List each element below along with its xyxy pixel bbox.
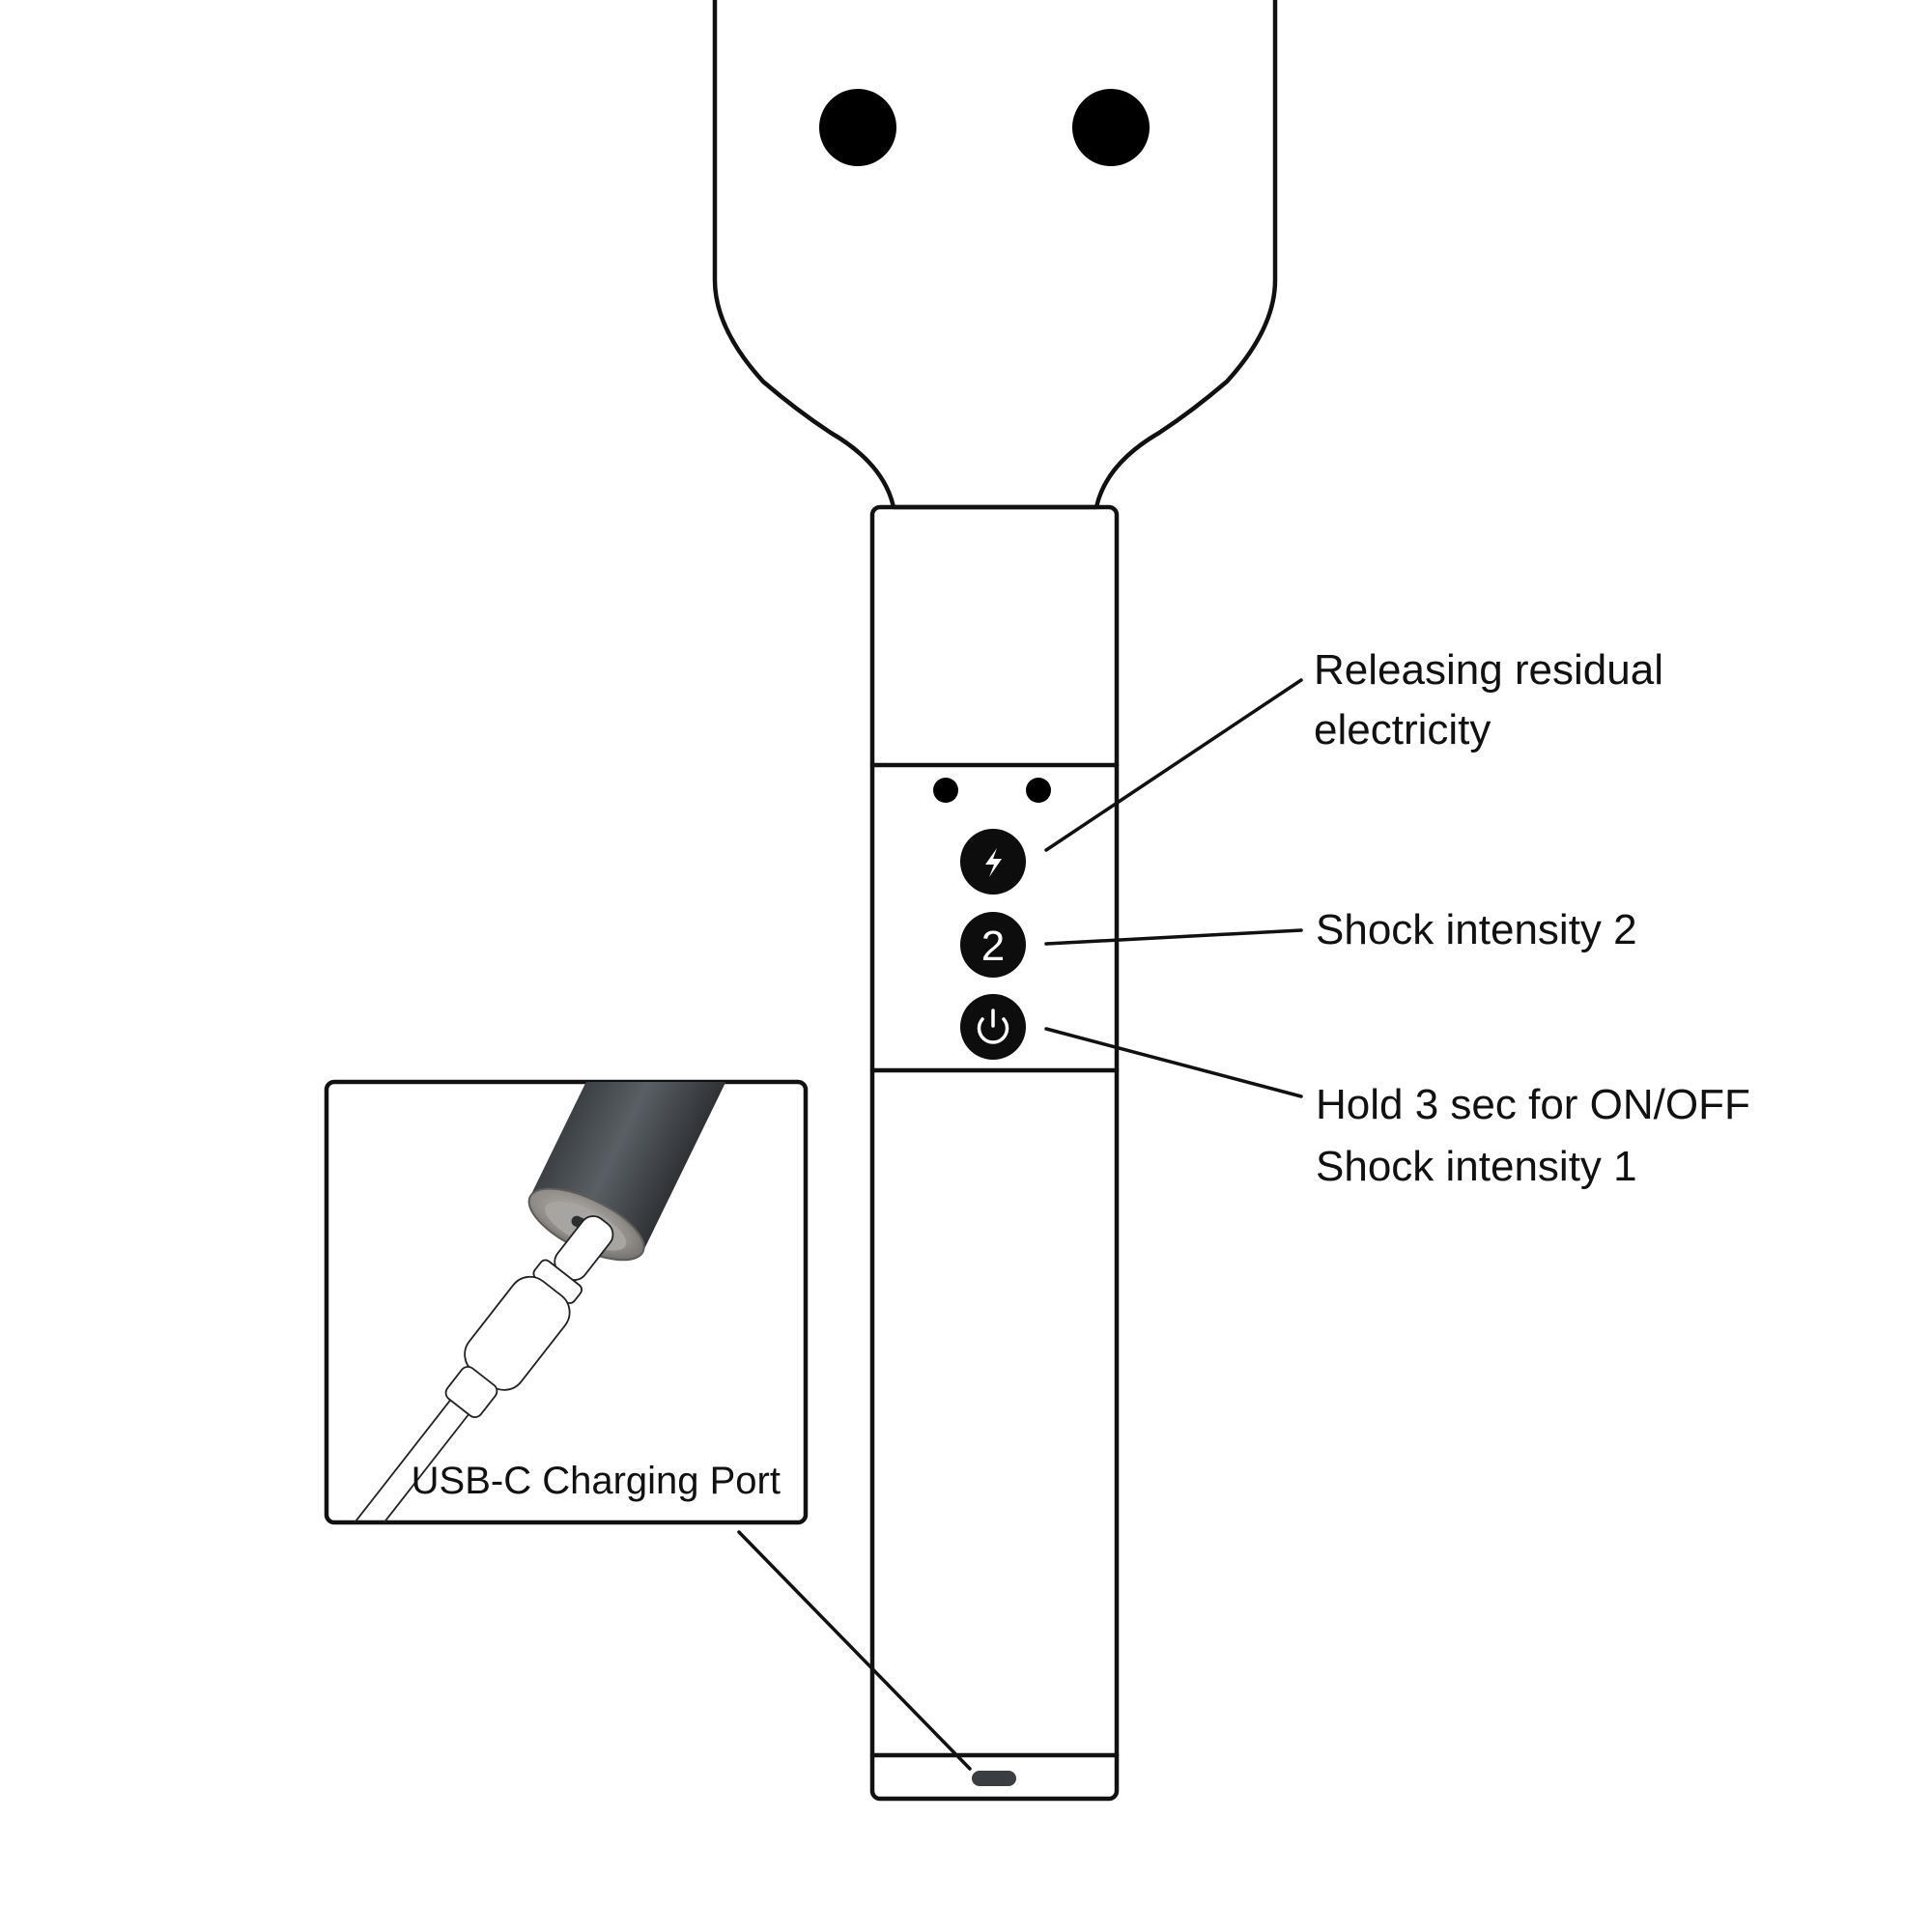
handle-electrode-right	[1026, 778, 1051, 803]
callout-power-line1: Hold 3 sec for ON/OFF	[1316, 1081, 1750, 1128]
release-button[interactable]	[960, 829, 1026, 895]
lightning-icon	[985, 848, 1002, 877]
callout-release-line2: electricity	[1314, 706, 1491, 753]
usb-c-inset: USB-C Charging Port	[324, 1079, 809, 1525]
callout-release-line1: Releasing residual	[1314, 646, 1663, 694]
usb-c-port	[972, 1771, 1016, 1786]
power-button[interactable]	[960, 994, 1026, 1060]
power-icon	[977, 1009, 1009, 1044]
handle-outline	[869, 504, 1120, 1802]
electrode-left	[819, 89, 896, 166]
callout-intensity-2: Shock intensity 2	[1316, 906, 1637, 953]
paddle-head-outline	[712, 0, 1278, 510]
inset-label: USB-C Charging Port	[412, 1460, 781, 1502]
intensity-2-glyph: 2	[981, 923, 1005, 970]
electrode-right	[1072, 89, 1150, 166]
callout-power-line2: Shock intensity 1	[1316, 1143, 1637, 1190]
leader-release	[1044, 678, 1303, 852]
leader-usb-c	[737, 1530, 972, 1771]
intensity-2-button[interactable]: 2	[960, 912, 1026, 978]
leader-power	[1044, 1027, 1303, 1098]
leader-intensity-2	[1044, 928, 1303, 946]
usb-c-cable-illustration	[337, 1215, 614, 1522]
handle-electrode-left	[933, 778, 958, 803]
